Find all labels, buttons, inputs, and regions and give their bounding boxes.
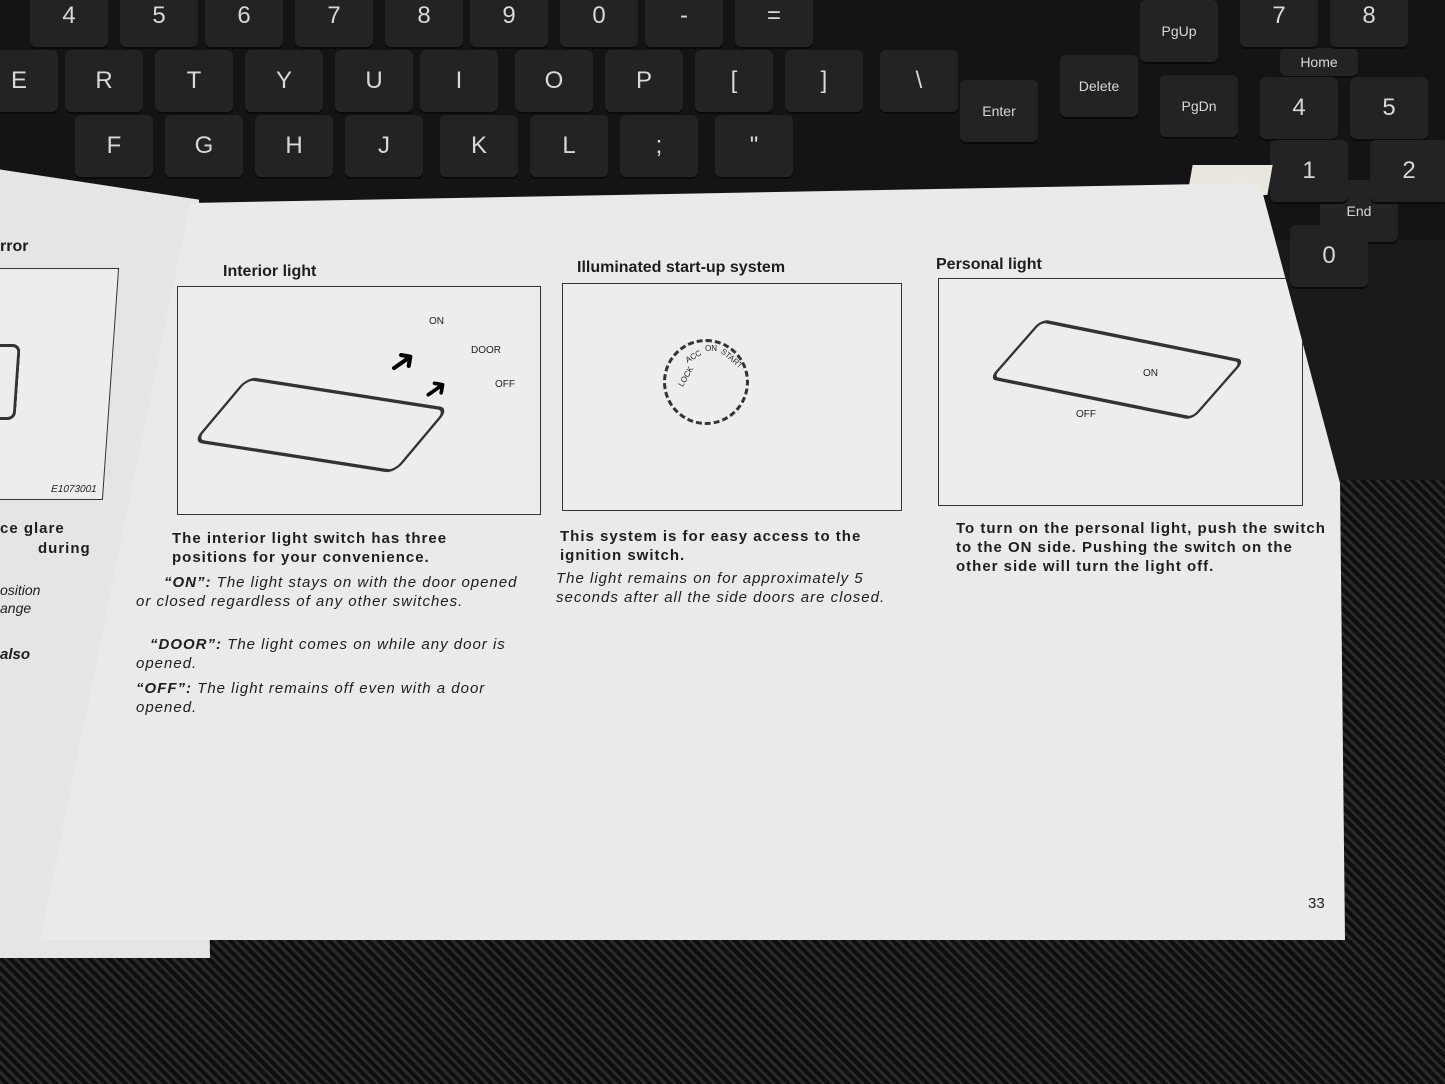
keyboard-key: = xyxy=(735,0,813,47)
keyboard-key: 5 xyxy=(1350,77,1428,139)
keyboard-key: J xyxy=(345,115,423,177)
keyboard-key: 8 xyxy=(1330,0,1408,47)
keyboard-key: ] xyxy=(785,50,863,112)
label-off: OFF xyxy=(1076,409,1096,420)
keyboard-key: E xyxy=(0,50,58,112)
keyboard-key: 7 xyxy=(1240,0,1318,47)
section-heading: Illuminated start-up system xyxy=(577,259,786,276)
figure-code: E1073001 xyxy=(50,484,98,495)
personal-light-figure: ON OFF xyxy=(938,278,1303,506)
label-off: OFF xyxy=(495,379,515,390)
manual-page: Interior light ➜ ➜ ON DOOR OFF The inter… xyxy=(40,183,1345,940)
ignition-figure: LOCK ACC ON START xyxy=(562,283,902,511)
left-heading: rror xyxy=(0,238,29,255)
keyboard-key: - xyxy=(645,0,723,47)
keyboard-key: 0 xyxy=(560,0,638,47)
section-text: The light remains on for approximately 5… xyxy=(556,570,886,606)
left-figure: E1073001 xyxy=(0,268,120,500)
keyboard-key: R xyxy=(65,50,143,112)
keyboard-key: 8 xyxy=(385,0,463,47)
keyboard-key: 5 xyxy=(120,0,198,47)
left-text: also xyxy=(0,646,31,663)
left-text: ce glare xyxy=(0,520,65,537)
label-on: ON xyxy=(1143,368,1158,379)
keyboard-key: U xyxy=(335,50,413,112)
keyboard-key: 4 xyxy=(30,0,108,47)
mesh-surface-right xyxy=(1340,480,1445,940)
mirror-drawing xyxy=(0,344,21,420)
keyboard-key: Enter xyxy=(960,80,1038,142)
left-text: ange xyxy=(0,600,32,616)
keyboard-key: " xyxy=(715,115,793,177)
keyboard-key: Delete xyxy=(1060,55,1138,117)
keyboard-key: 2 xyxy=(1370,140,1445,202)
keyboard-key: K xyxy=(440,115,518,177)
keyboard-key: \ xyxy=(880,50,958,112)
keyboard-key: 0 xyxy=(1290,225,1368,287)
keyboard-key: P xyxy=(605,50,683,112)
desc-off: The light remains off even with a door o… xyxy=(136,680,486,716)
term-off: “OFF”: xyxy=(136,680,192,697)
page-number: 33 xyxy=(1308,895,1325,912)
section-heading: Interior light xyxy=(223,263,317,280)
keyboard-key: Home xyxy=(1280,48,1358,76)
keyboard-key: ; xyxy=(620,115,698,177)
term-door: “DOOR”: xyxy=(150,636,222,653)
label-on: ON xyxy=(705,344,717,353)
term-on: “ON”: xyxy=(164,574,212,591)
keyboard-key: G xyxy=(165,115,243,177)
label-door: DOOR xyxy=(471,345,501,356)
keyboard-key: H xyxy=(255,115,333,177)
keyboard-key: 6 xyxy=(205,0,283,47)
keyboard-key: PgUp xyxy=(1140,0,1218,62)
light-housing-drawing xyxy=(988,318,1246,421)
left-text: during xyxy=(38,540,91,557)
keyboard-key: Y xyxy=(245,50,323,112)
keyboard-key: [ xyxy=(695,50,773,112)
keyboard-key: I xyxy=(420,50,498,112)
mesh-surface xyxy=(0,930,1445,1084)
keyboard-key: 4 xyxy=(1260,77,1338,139)
keyboard-key: 1 xyxy=(1270,140,1348,202)
section-intro: This system is for easy access to the ig… xyxy=(560,528,862,564)
label-on: ON xyxy=(429,316,444,327)
desc-on: The light stays on with the door opened … xyxy=(136,574,518,610)
keyboard-key: 9 xyxy=(470,0,548,47)
keyboard-key: L xyxy=(530,115,608,177)
ignition-drawing xyxy=(663,339,749,425)
light-housing-drawing xyxy=(192,376,450,474)
section-intro: To turn on the personal light, push the … xyxy=(956,520,1326,575)
keyboard-key: F xyxy=(75,115,153,177)
keyboard-key: PgDn xyxy=(1160,75,1238,137)
interior-light-figure: ➜ ➜ ON DOOR OFF xyxy=(177,286,541,515)
keyboard-key: 7 xyxy=(295,0,373,47)
desc-door: The light comes on while any door is ope… xyxy=(136,636,506,672)
section-heading: Personal light xyxy=(936,256,1042,273)
keyboard-key: T xyxy=(155,50,233,112)
left-text: osition xyxy=(0,582,41,598)
section-intro: The interior light switch has three posi… xyxy=(172,530,448,566)
keyboard-key: O xyxy=(515,50,593,112)
